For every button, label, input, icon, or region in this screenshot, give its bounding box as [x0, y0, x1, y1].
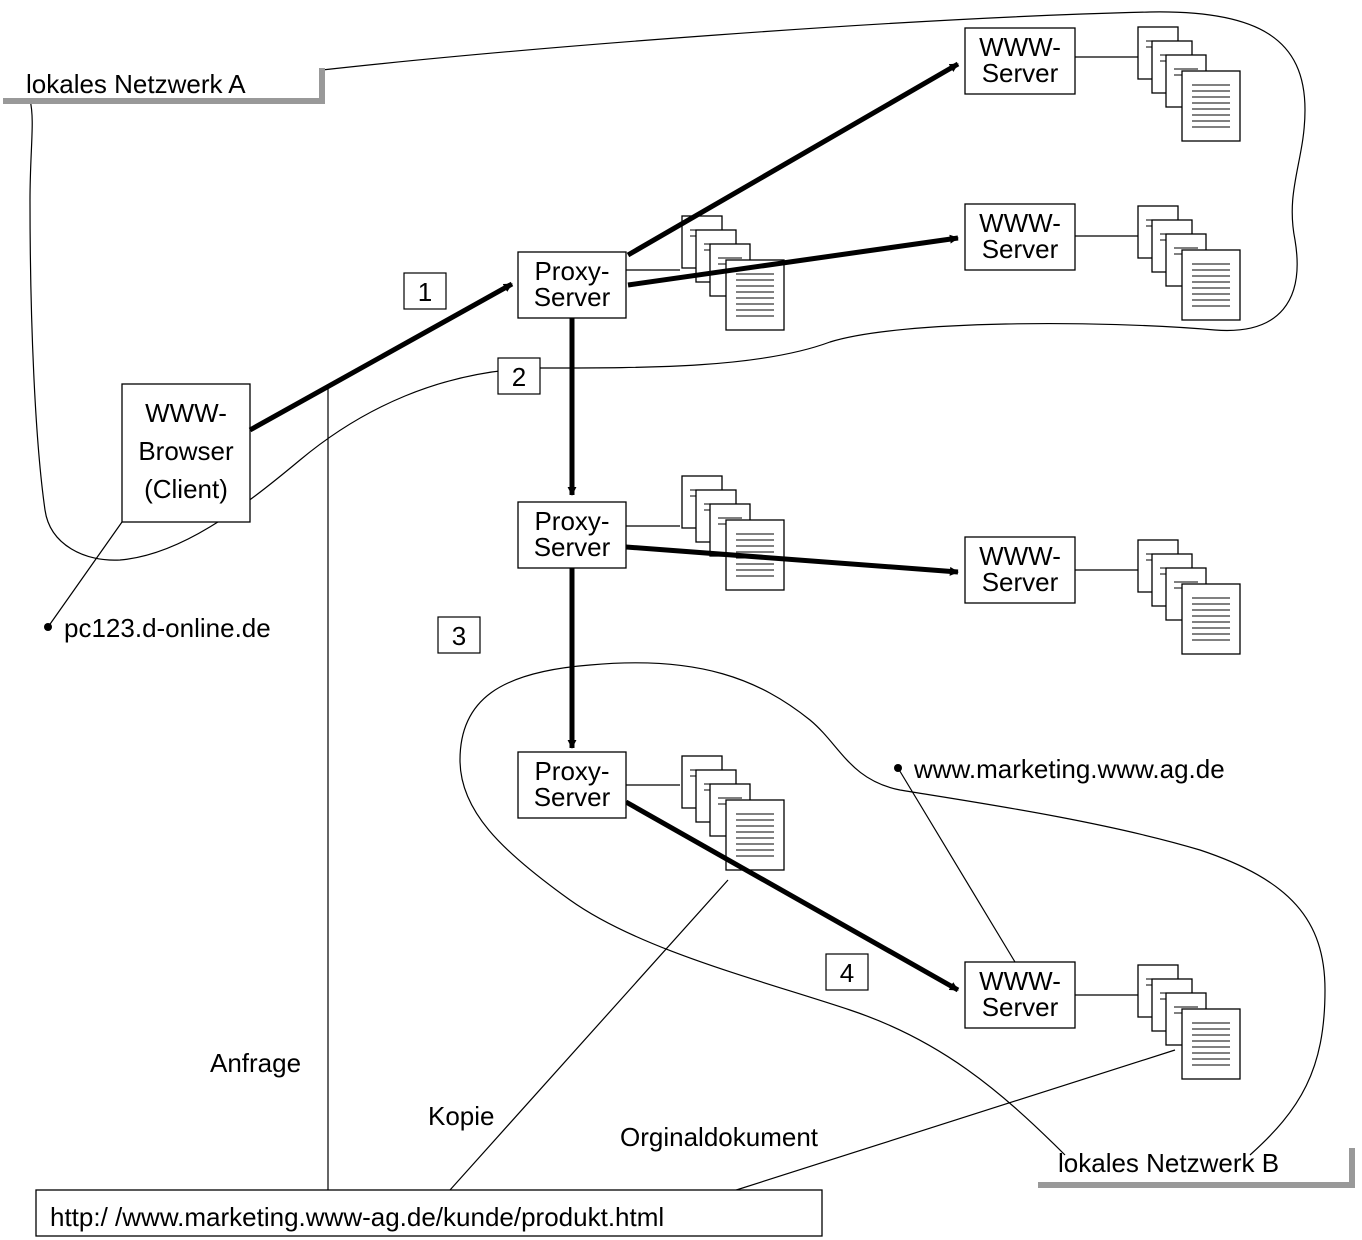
www-server-label-3a: WWW- — [979, 541, 1061, 571]
document-stack-server-1 — [1137, 26, 1241, 142]
document-stack-server-2 — [1137, 205, 1241, 321]
step-4-box — [825, 953, 869, 991]
document-stack-proxy-2 — [681, 475, 785, 591]
url-label: http:/ /www.marketing.www-ag.de/kunde/pr… — [50, 1202, 664, 1232]
step-2-label: 2 — [512, 362, 526, 392]
request-arrows — [248, 61, 960, 993]
www-server-box-1 — [964, 27, 1076, 95]
document-stack-server-3 — [1137, 539, 1241, 655]
www-server-label-3b: Server — [982, 567, 1059, 597]
network-a-label-shadow — [3, 68, 325, 104]
network-b-boundary — [459, 662, 1326, 1156]
proxy-server-label-2a: Proxy- — [534, 506, 609, 536]
www-browser-box — [121, 383, 251, 523]
network-a-boundary — [29, 11, 1306, 561]
step-1-box — [403, 272, 447, 310]
www-server-box-2 — [964, 203, 1076, 271]
proxy-server-label-1a: Proxy- — [534, 256, 609, 286]
proxy-server-box-3 — [517, 751, 627, 819]
www-browser-label-2: Browser — [138, 436, 234, 466]
network-b-label: lokales Netzwerk B — [1058, 1148, 1279, 1178]
www-server-label-1a: WWW- — [979, 32, 1061, 62]
step-3-box — [437, 616, 481, 654]
server-host-dot — [894, 764, 902, 772]
www-server-label-2b: Server — [982, 234, 1059, 264]
proxy-server-label-1b: Server — [534, 282, 611, 312]
www-server-box-4 — [964, 961, 1076, 1029]
www-server-box-3 — [964, 536, 1076, 604]
proxy-server-box-1 — [517, 251, 627, 319]
network-b-label-shadow — [1038, 1148, 1355, 1188]
leader-lines — [47, 385, 1176, 1193]
server-host-label: www.marketing.www.ag.de — [913, 754, 1225, 784]
www-browser-label-1: WWW- — [145, 398, 227, 428]
step-4-label: 4 — [840, 958, 854, 988]
url-box — [35, 1189, 823, 1237]
network-a-label: lokales Netzwerk A — [26, 69, 246, 99]
proxy-server-box-2 — [517, 501, 627, 569]
proxy-server-label-3b: Server — [534, 782, 611, 812]
www-server-label-4b: Server — [982, 992, 1059, 1022]
www-server-label-2a: WWW- — [979, 208, 1061, 238]
www-server-label-4a: WWW- — [979, 966, 1061, 996]
client-host-dot — [44, 623, 52, 631]
document-stack-proxy-3 — [681, 755, 785, 871]
document-stack-server-4 — [1137, 964, 1241, 1080]
proxy-server-label-3a: Proxy- — [534, 756, 609, 786]
proxy-server-label-2b: Server — [534, 532, 611, 562]
request-label: Anfrage — [210, 1048, 301, 1078]
step-1-label: 1 — [418, 277, 432, 307]
client-host-label: pc123.d-online.de — [64, 613, 271, 643]
original-label: Orginaldokument — [620, 1122, 819, 1152]
connector-lines — [626, 56, 1138, 996]
step-3-label: 3 — [452, 621, 466, 651]
step-2-box — [497, 357, 541, 395]
www-browser-label-3: (Client) — [144, 474, 228, 504]
www-server-label-1b: Server — [982, 58, 1059, 88]
copy-label: Kopie — [428, 1101, 495, 1131]
